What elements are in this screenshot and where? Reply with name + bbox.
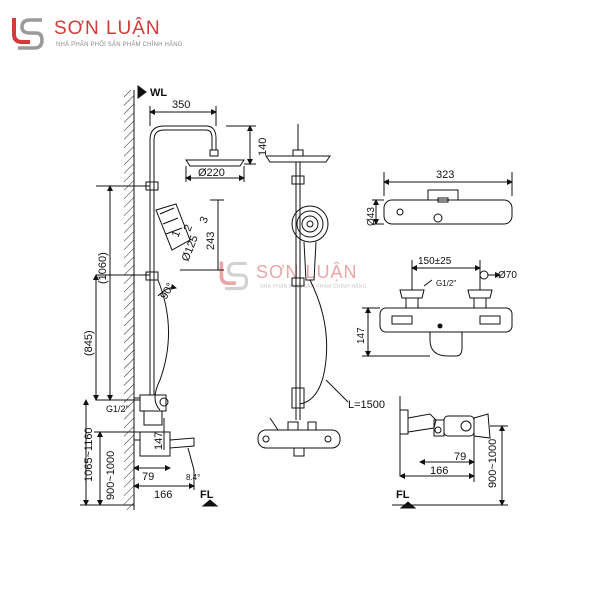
label-fl-left: FL (200, 489, 214, 501)
brand-logo: SƠN LUẬN NHÀ PHÂN PHỐI SẢN PHẨM CHÍNH HÃ… (8, 14, 258, 54)
label-147a: 147 (153, 432, 165, 450)
label-1065: 1065~1160 (83, 427, 95, 482)
watermark-name: SƠN LUẬN (256, 262, 358, 282)
label-147b: 147 (356, 327, 367, 344)
hose-leader (325, 379, 349, 403)
label-2: 2 (182, 223, 195, 233)
label-243: 243 (205, 232, 217, 250)
label-wl: WL (150, 87, 167, 99)
label-79a: 79 (142, 471, 154, 483)
label-43: Ø43 (366, 207, 377, 226)
label-323: 323 (436, 169, 454, 181)
brand-name: SƠN LUẬN (54, 18, 161, 39)
label-150: 150±25 (418, 256, 452, 267)
watermark-mark-icon (219, 261, 249, 291)
brand-mark-icon (12, 18, 44, 50)
label-1060: (1060) (97, 252, 109, 284)
label-845: (845) (83, 330, 95, 356)
label-l1500: L=1500 (348, 399, 385, 411)
label-g12b: G1/2" (436, 279, 456, 288)
label-1: 1 (170, 229, 183, 239)
label-3: 3 (198, 215, 211, 225)
side-view (124, 85, 245, 510)
mixer-side-view (392, 396, 508, 509)
front-view (257, 124, 341, 457)
mixer-top-view (372, 172, 513, 225)
label-79b: 79 (454, 451, 466, 463)
label-900a: 900~1000 (105, 451, 117, 500)
mixer-front-view (362, 260, 513, 357)
wall-hatch (124, 90, 134, 510)
label-166b: 166 (430, 465, 448, 477)
label-90: 90° (158, 281, 177, 301)
label-70: Ø70 (498, 270, 517, 281)
label-900b: 900~1000 (487, 439, 499, 488)
side-dimensions (80, 106, 256, 507)
label-125: Ø125 (180, 234, 201, 263)
label-fl-right: FL (396, 489, 410, 501)
label-84: 8.4° (186, 473, 200, 482)
label-166a: 166 (154, 489, 172, 501)
label-g12: G1/2" (106, 404, 129, 414)
label-220: Ø220 (198, 167, 225, 179)
label-350: 350 (172, 99, 190, 111)
brand-tagline: NHÀ PHÂN PHỐI SẢN PHẨM CHÍNH HÃNG (56, 42, 183, 48)
label-140: 140 (257, 138, 269, 156)
